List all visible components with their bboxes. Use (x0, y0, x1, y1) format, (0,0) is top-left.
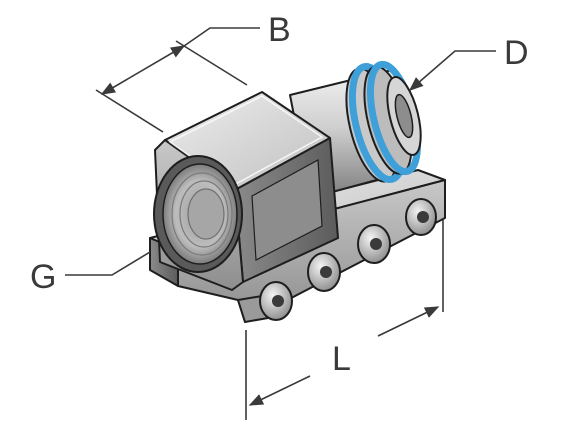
label-d: D (504, 34, 529, 72)
label-l: L (332, 340, 351, 378)
label-b: B (268, 11, 291, 49)
bolt-3 (357, 224, 391, 264)
threaded-port (153, 155, 243, 273)
dimension-l (245, 220, 444, 420)
dimension-g (65, 251, 151, 276)
dimension-d (408, 50, 496, 91)
seal-rings (345, 60, 422, 184)
bolts (259, 198, 437, 321)
label-g: G (30, 258, 56, 296)
bolt-4 (405, 198, 437, 236)
bolt-1 (259, 281, 293, 321)
dimension-b (95, 27, 260, 133)
bolt-2 (307, 252, 341, 292)
